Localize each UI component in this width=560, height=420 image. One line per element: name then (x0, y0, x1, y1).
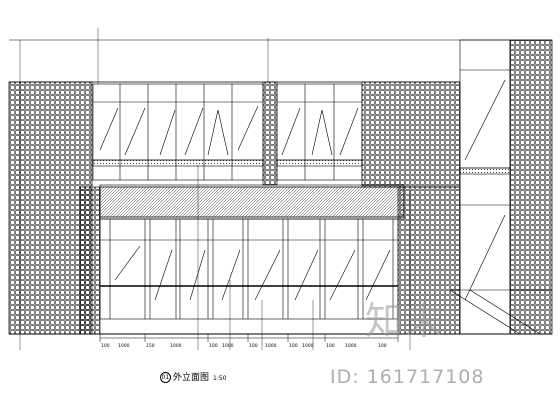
left-tiled-wall (8, 81, 93, 335)
drawing-scale: 1:50 (213, 375, 227, 382)
dimension-label: 1000 (265, 343, 277, 349)
dimension-label: 100 (378, 343, 387, 349)
storefront-glazing (99, 218, 399, 320)
right-upper-tiled-block (361, 81, 461, 188)
watermark-logo: 知末 (365, 299, 446, 343)
stair-railing (449, 289, 552, 335)
dimension-label: 1000 (222, 343, 234, 349)
dimension-label: 100 (249, 343, 258, 349)
dimension-label: 1000 (170, 343, 182, 349)
left-column (79, 186, 101, 335)
dimension-label: 150 (146, 343, 155, 349)
dimension-label: 100 (101, 343, 110, 349)
right-lower-tiled-block (397, 186, 461, 335)
dimension-label: 100 (289, 343, 298, 349)
dimension-label: 1000 (345, 343, 357, 349)
dimension-label: 100 (326, 343, 335, 349)
dimension-line (99, 334, 399, 342)
center-tiled-pier (262, 81, 278, 186)
right-tiled-wall (509, 39, 553, 335)
drawing-number-badge: 01 (160, 372, 171, 383)
drawing-title-text: 外立面图 (173, 373, 210, 383)
upper-window-left (92, 83, 264, 181)
dimension-label: 100 (209, 343, 218, 349)
dimension-labels: 100 1000 150 1000 100 1000 100 1000 100 … (101, 343, 387, 349)
upper-window-right (276, 83, 363, 181)
leader-lines (19, 28, 411, 350)
canopy-grille-band (99, 186, 405, 218)
dimension-label: 1000 (118, 343, 130, 349)
watermark-id: ID: 161717108 (330, 366, 485, 388)
dimension-label: 1000 (302, 343, 314, 349)
